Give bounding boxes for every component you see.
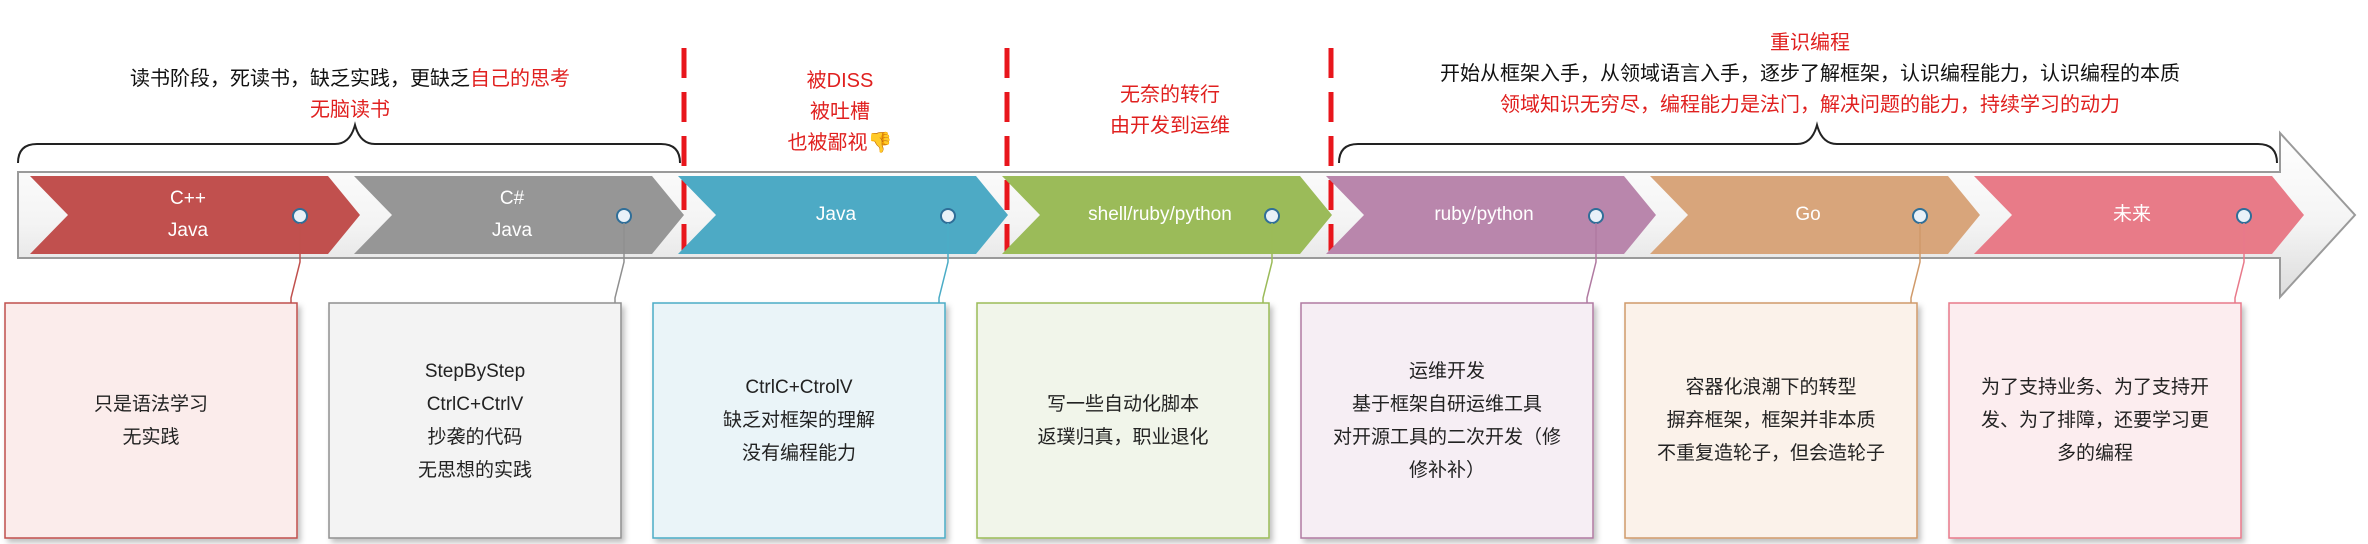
stage-chevrons — [30, 176, 2304, 254]
stage-label-line: ruby/python — [1434, 204, 1534, 225]
stage-chevron-5 — [1326, 176, 1656, 254]
stage-card-line: 抄袭的代码 — [427, 426, 523, 448]
stage-card-line: 无实践 — [122, 426, 180, 448]
stage-card-line: 没有编程能力 — [741, 443, 856, 464]
leader-line-4 — [1262, 223, 1273, 303]
annotation-ops: 无奈的转行 由开发到运维 — [1030, 80, 1310, 142]
stage-label-line: Java — [815, 204, 857, 225]
leader-line-6 — [1910, 223, 1921, 303]
stage-card-2 — [328, 302, 622, 539]
thumbs-down-icon: 👎 — [867, 132, 893, 154]
stage-label-line: Java — [491, 220, 533, 241]
annotation-java-line1: 被DISS — [806, 70, 874, 92]
stage-card-line: CtrlC+CtrlV — [426, 393, 524, 415]
stage-card-text-7: 为了支持业务、为了支持开发、为了排障，还要学习更多的编程 — [1959, 311, 2231, 530]
stage-chevron-3 — [678, 176, 1008, 254]
stage-card-4 — [976, 302, 1270, 539]
cards — [4, 302, 2242, 539]
stage-chevron-6 — [1650, 176, 1980, 254]
stage-label-line: C++ — [170, 188, 206, 209]
annotation-relearn-title: 重识编程 — [1770, 32, 1850, 54]
stage-label-5: ruby/python — [1364, 176, 1604, 254]
stage-card-line: 为了支持业务、为了支持开 — [1980, 377, 2209, 398]
stage-card-line: CtrlC+CtrolV — [745, 377, 853, 398]
annotation-stage1-red: 自己的思考 — [470, 68, 570, 90]
stage-card-text-1: 只是语法学习无实践 — [15, 311, 287, 530]
leader-line-3 — [938, 223, 949, 303]
stage-chevron-2 — [354, 176, 684, 254]
stage-chevron-1 — [30, 176, 360, 254]
annotation-relearn: 重识编程 开始从框架入手，从领域语言入手，逐步了解框架，认识编程能力，认识编程的… — [1340, 28, 2280, 121]
stage-label-6: Go — [1688, 176, 1928, 254]
annotation-stage1-black: 读书阶段，死读书，缺乏实践，更缺乏 — [130, 68, 470, 90]
stage-card-line: 对开源工具的二次开发（修 — [1332, 426, 1561, 448]
annotation-relearn-line2: 开始从框架入手，从领域语言入手，逐步了解框架，认识编程能力，认识编程的本质 — [1440, 63, 2180, 85]
stage-card-text-3: CtrlC+CtrolV 缺乏对框架的理解没有编程能力 — [663, 311, 935, 530]
stage-card-text-6: 容器化浪潮下的转型摒弃框架，框架并非本质不重复造轮子，但会造轮子 — [1635, 311, 1907, 530]
annotation-stage1-line1: 读书阶段，死读书，缺乏实践，更缺乏自己的思考 — [30, 64, 670, 95]
stage-label-1: C++ Java — [68, 176, 308, 254]
stage-card-line: 只是语法学习 — [93, 393, 208, 415]
annotation-ops-line1: 无奈的转行 — [1120, 84, 1220, 106]
stage-card-text-5: 运维开发基于框架自研运维工具对开源工具的二次开发（修修补补） — [1311, 311, 1583, 530]
stage-card-line: 不重复造轮子，但会造轮子 — [1656, 443, 1885, 464]
leader-line-7 — [2234, 223, 2245, 303]
stage-card-line: 返璞归真，职业退化 — [1037, 426, 1209, 448]
stage-card-line: 基于框架自研运维工具 — [1351, 393, 1542, 415]
annotation-java: 被DISS 被吐槽 也被鄙视👎 — [720, 66, 960, 159]
stage-card-line: 修补补） — [1408, 459, 1485, 481]
stage-card-line: 无思想的实践 — [417, 459, 532, 481]
stage-label-line: C# — [499, 188, 525, 209]
leader-line-5 — [1586, 223, 1597, 303]
stage-card-line: 多的编程 — [2056, 443, 2133, 464]
stage-card-5 — [1300, 302, 1594, 539]
annotation-stage1-line2: 无脑读书 — [310, 99, 390, 121]
stage-chevron-7 — [1974, 176, 2304, 254]
stage-label-line: 未来 — [2112, 204, 2151, 225]
brace-relearn — [1338, 121, 2278, 164]
stage-card-line: 容器化浪潮下的转型 — [1685, 377, 1857, 398]
stage-card-6 — [1624, 302, 1918, 539]
stage-card-line: 写一些自动化脚本 — [1046, 393, 1199, 415]
stage-card-text-4: 写一些自动化脚本返璞归真，职业退化 — [987, 311, 1259, 530]
stage-label-7: 未来 — [2012, 176, 2252, 254]
annotation-java-line2: 被吐槽 — [810, 101, 870, 123]
leader-line-2 — [614, 223, 625, 303]
stage-chevron-4 — [1002, 176, 1332, 254]
brace-stage1 — [17, 121, 681, 164]
annotation-stage1: 读书阶段，死读书，缺乏实践，更缺乏自己的思考 无脑读书 — [30, 64, 670, 126]
annotation-relearn-line3: 领域知识无穷尽，编程能力是法门，解决问题的能力，持续学习的动力 — [1500, 94, 2120, 116]
leader-lines — [290, 223, 2245, 303]
stage-card-3 — [652, 302, 946, 539]
stage-card-line: 发、为了排障，还要学习更 — [1980, 410, 2209, 431]
stage-card-line: StepByStep — [424, 360, 526, 382]
stage-card-line: 运维开发 — [1408, 360, 1485, 382]
annotation-java-line3: 也被鄙视 — [787, 132, 868, 154]
stage-label-line: Java — [167, 220, 209, 241]
stage-card-line: 摒弃框架，框架并非本质 — [1666, 410, 1876, 431]
annotation-java-line3-row: 也被鄙视👎 — [720, 128, 960, 159]
stage-label-line: shell/ruby/python — [1088, 204, 1232, 225]
stage-label-2: C# Java — [392, 176, 632, 254]
stage-label-4: shell/ruby/python — [1040, 176, 1280, 254]
stage-card-line: 缺乏对框架的理解 — [722, 410, 875, 431]
leader-line-1 — [290, 223, 301, 303]
stage-card-1 — [4, 302, 298, 539]
annotation-ops-line2: 由开发到运维 — [1110, 115, 1230, 137]
stage-label-line: Go — [1795, 204, 1821, 225]
stage-label-3: Java — [716, 176, 956, 254]
stage-card-7 — [1948, 302, 2242, 539]
